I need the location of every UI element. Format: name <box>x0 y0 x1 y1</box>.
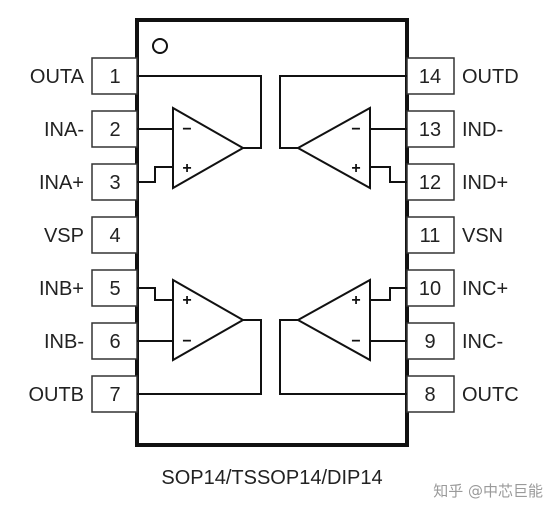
pin-number-5: 5 <box>109 278 120 300</box>
pin-label-inc-minus: INC- <box>462 331 503 353</box>
wire-ina-plus <box>137 166 173 183</box>
opamp-a-minus-sign: − <box>182 121 191 138</box>
pin-number-13: 13 <box>419 119 441 141</box>
pin-box-11 <box>406 216 455 254</box>
right-pins <box>406 57 455 413</box>
wire-outd <box>279 75 407 149</box>
pin-number-12: 12 <box>419 172 441 194</box>
pin1-marker-icon <box>152 38 168 54</box>
pin-box-8 <box>406 375 455 413</box>
pin-number-9: 9 <box>424 331 435 353</box>
pin-number-3: 3 <box>109 172 120 194</box>
watermark: 知乎 @中芯巨能 <box>433 482 543 500</box>
wire-ind-plus <box>370 166 407 183</box>
opamp-c-minus-sign: − <box>351 333 360 350</box>
opamp-d-triangle-icon <box>295 106 371 190</box>
package-caption: SOP14/TSSOP14/DIP14 <box>161 467 382 489</box>
wire-outa <box>137 75 262 149</box>
pin-number-2: 2 <box>109 119 120 141</box>
wire-inc-plus <box>370 287 407 301</box>
pin-number-14: 14 <box>419 66 441 88</box>
wire-inb-plus <box>137 287 173 301</box>
pin-label-ina-plus: INA+ <box>39 172 84 194</box>
opamp-a-plus-sign: + <box>182 160 191 177</box>
pin-label-ind-plus: IND+ <box>462 172 508 194</box>
amplifier-a: − + <box>137 75 262 190</box>
opamp-a-triangle-icon <box>172 106 246 190</box>
pin-box-9 <box>406 322 455 360</box>
pin-box-1 <box>91 57 138 95</box>
pin-box-7 <box>91 375 138 413</box>
pin-box-12 <box>406 163 455 201</box>
pin-number-10: 10 <box>419 278 441 300</box>
amplifier-c: + − <box>279 278 407 395</box>
amplifier-d: − + <box>279 75 407 190</box>
pin-box-4 <box>91 216 138 254</box>
pin-label-outa: OUTA <box>30 66 85 88</box>
opamp-c-triangle-icon <box>295 278 371 362</box>
pin-label-ina-minus: INA- <box>44 119 84 141</box>
pin-label-inb-plus: INB+ <box>39 278 84 300</box>
pin-number-11: 11 <box>420 225 441 247</box>
pin-box-2 <box>91 110 138 148</box>
wire-outc <box>279 319 407 395</box>
pin-label-ind-minus: IND- <box>462 119 503 141</box>
chip-body <box>135 18 409 447</box>
pin-label-outd: OUTD <box>462 66 519 88</box>
amplifier-b: + − <box>137 278 262 395</box>
left-pins <box>91 57 138 413</box>
opamp-b-minus-sign: − <box>182 333 191 350</box>
opamp-d-plus-sign: + <box>351 160 360 177</box>
pin-label-outc: OUTC <box>462 384 519 406</box>
pin-number-6: 6 <box>109 331 120 353</box>
pin-number-8: 8 <box>424 384 435 406</box>
pin-number-4: 4 <box>109 225 120 247</box>
pin-number-7: 7 <box>109 384 120 406</box>
pin-number-1: 1 <box>109 66 120 88</box>
opamp-c-plus-sign: + <box>351 292 360 309</box>
pin-label-vsn: VSN <box>462 225 503 247</box>
pin-label-outb: OUTB <box>28 384 84 406</box>
opamp-b-triangle-icon <box>172 278 246 362</box>
opamp-b-plus-sign: + <box>182 292 191 309</box>
pin-box-13 <box>406 110 455 148</box>
opamp-d-minus-sign: − <box>351 121 360 138</box>
pin-box-6 <box>91 322 138 360</box>
wire-outb <box>137 319 262 395</box>
pin-label-inb-minus: INB- <box>44 331 84 353</box>
pin-label-vsp: VSP <box>44 225 84 247</box>
pin-label-inc-plus: INC+ <box>462 278 508 300</box>
pin-box-5 <box>91 269 138 307</box>
